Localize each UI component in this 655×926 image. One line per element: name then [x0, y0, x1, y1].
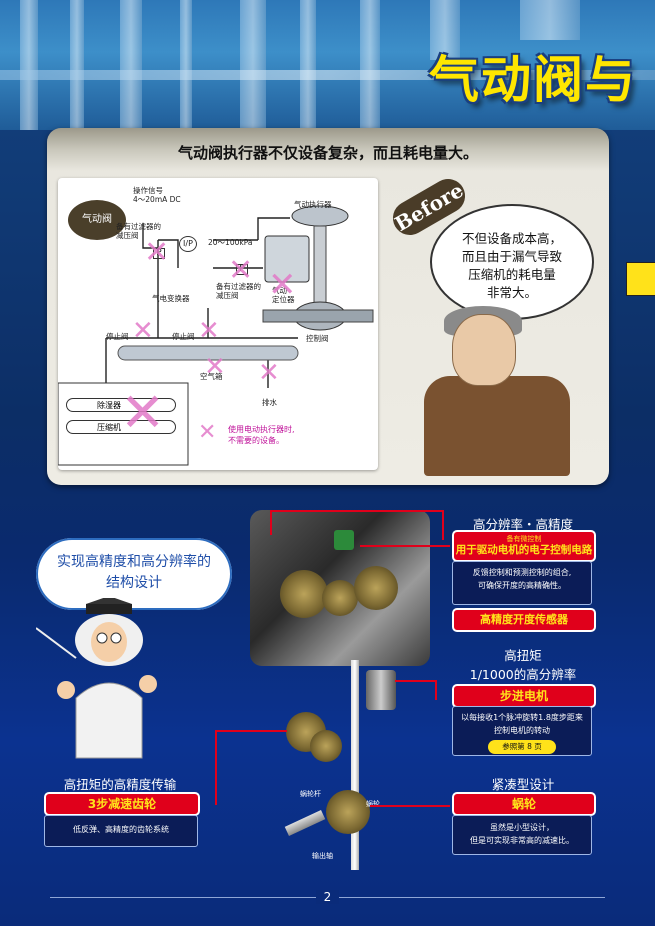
sensor-box: 高精度开度传感器	[452, 608, 596, 632]
drain-label: 排水	[262, 398, 277, 407]
stepper-box: 步进电机	[452, 684, 596, 708]
gear-desc: 低反弹、高精度的齿轮系统	[44, 815, 198, 847]
reduction-gear-2	[310, 730, 342, 762]
worm-gear-box: 蜗轮	[452, 792, 596, 816]
control-circuit-box: 备有微控制 用于驱动电机的电子控制电路	[452, 530, 596, 562]
air-tank-label: 空气箱	[200, 372, 223, 381]
x-mark-icon: ✕	[228, 253, 254, 288]
hero-banner: 气动阀与	[0, 0, 655, 130]
leader-line	[360, 545, 450, 547]
pneumatic-badge: 气动阀	[68, 200, 126, 240]
output-shaft	[351, 660, 359, 870]
worried-man-illustration	[424, 376, 570, 476]
bubble-text: 不但设备成本高， 而且由于漏气导致 压缩机的耗电量 非常大。	[461, 231, 562, 300]
page-title: 气动阀与	[429, 51, 637, 109]
leader-line	[435, 680, 437, 700]
p-gauge-1: P	[153, 248, 165, 259]
cloud-text: 实现高精度和高分辨率的 结构设计	[57, 554, 211, 591]
positioner-label: 气动定位器	[272, 286, 295, 304]
stepper-motor	[366, 670, 396, 710]
man-head	[452, 314, 516, 386]
professor-illustration	[36, 598, 157, 759]
speech-bubble: 不但设备成本高， 而且由于漏气导致 压缩机的耗电量 非常大。	[430, 204, 594, 320]
worm-desc: 虽然是小型设计， 但是可实现非常高的减速比。	[452, 815, 592, 855]
actuator-label: 气动执行器	[294, 200, 332, 209]
x-mark-icon: ✕	[268, 265, 297, 305]
gear-box: 3步减速齿轮	[44, 792, 200, 816]
wheel-label: 蜗轮	[366, 800, 380, 808]
control-valve-label: 控制阀	[306, 334, 329, 343]
legend-text: 使用电动执行器时,不需要的设备。	[228, 425, 295, 445]
torque-heading: 高扭矩 1/1000的高分辨率	[469, 648, 577, 682]
x-mark-icon: ✕	[198, 316, 220, 346]
ip-converter: I/P	[179, 236, 197, 252]
leader-line	[215, 730, 287, 732]
pressure-label: 20～100kPa	[208, 238, 253, 247]
leader-line	[215, 730, 217, 805]
ref-page-button[interactable]: 参照第 8 页	[488, 740, 556, 754]
output-label: 输出轴	[312, 852, 333, 860]
worm-wheel	[326, 790, 370, 834]
leader-line	[395, 680, 435, 682]
filter-valve-label-1: 备有过滤器的减压阀	[116, 222, 161, 240]
before-title: 气动阀执行器不仅设备复杂，而且耗电量大。	[177, 144, 478, 162]
converter-label: 气电变换器	[152, 294, 190, 303]
leader-line	[270, 510, 272, 535]
compressor-box: 压缩机	[66, 420, 176, 434]
side-tab	[626, 262, 655, 296]
p-gauge-2: P	[236, 264, 248, 275]
stop-valve-label-2: 停止阀	[172, 332, 195, 341]
x-mark-icon: ✕	[144, 235, 170, 270]
filter-valve-label-2: 备有过滤器的减压阀	[216, 282, 261, 300]
compact-heading: 紧凑型设计	[491, 777, 555, 792]
transmission-heading: 高扭矩的高精度传输	[63, 777, 177, 792]
leader-line	[270, 510, 442, 512]
leader-line	[442, 510, 444, 540]
stop-valve-label-1: 停止阀	[106, 332, 129, 341]
page-number: 2	[0, 890, 655, 904]
electric-actuator-cutaway	[250, 510, 430, 666]
leader-line	[370, 805, 450, 807]
x-mark-icon: ✕	[204, 352, 226, 382]
worm-shaft	[284, 810, 326, 836]
dehumidifier-box: 除湿器	[66, 398, 176, 412]
piping-lines	[58, 205, 374, 466]
resolution-desc: 反馈控制和预测控制的组合, 可确保开度的高精确性。	[452, 561, 592, 605]
legend-x-icon: ✕	[198, 420, 217, 445]
worm-label: 蜗轮杆	[300, 790, 321, 798]
x-mark-icon: ✕	[132, 316, 154, 346]
resolution-heading: 高分辨率・高精度	[472, 517, 573, 532]
x-mark-icon: ✕	[258, 358, 280, 388]
x-mark-icon: ✕	[120, 381, 166, 444]
cloud-callout: 实现高精度和高分辨率的 结构设计	[36, 538, 232, 610]
